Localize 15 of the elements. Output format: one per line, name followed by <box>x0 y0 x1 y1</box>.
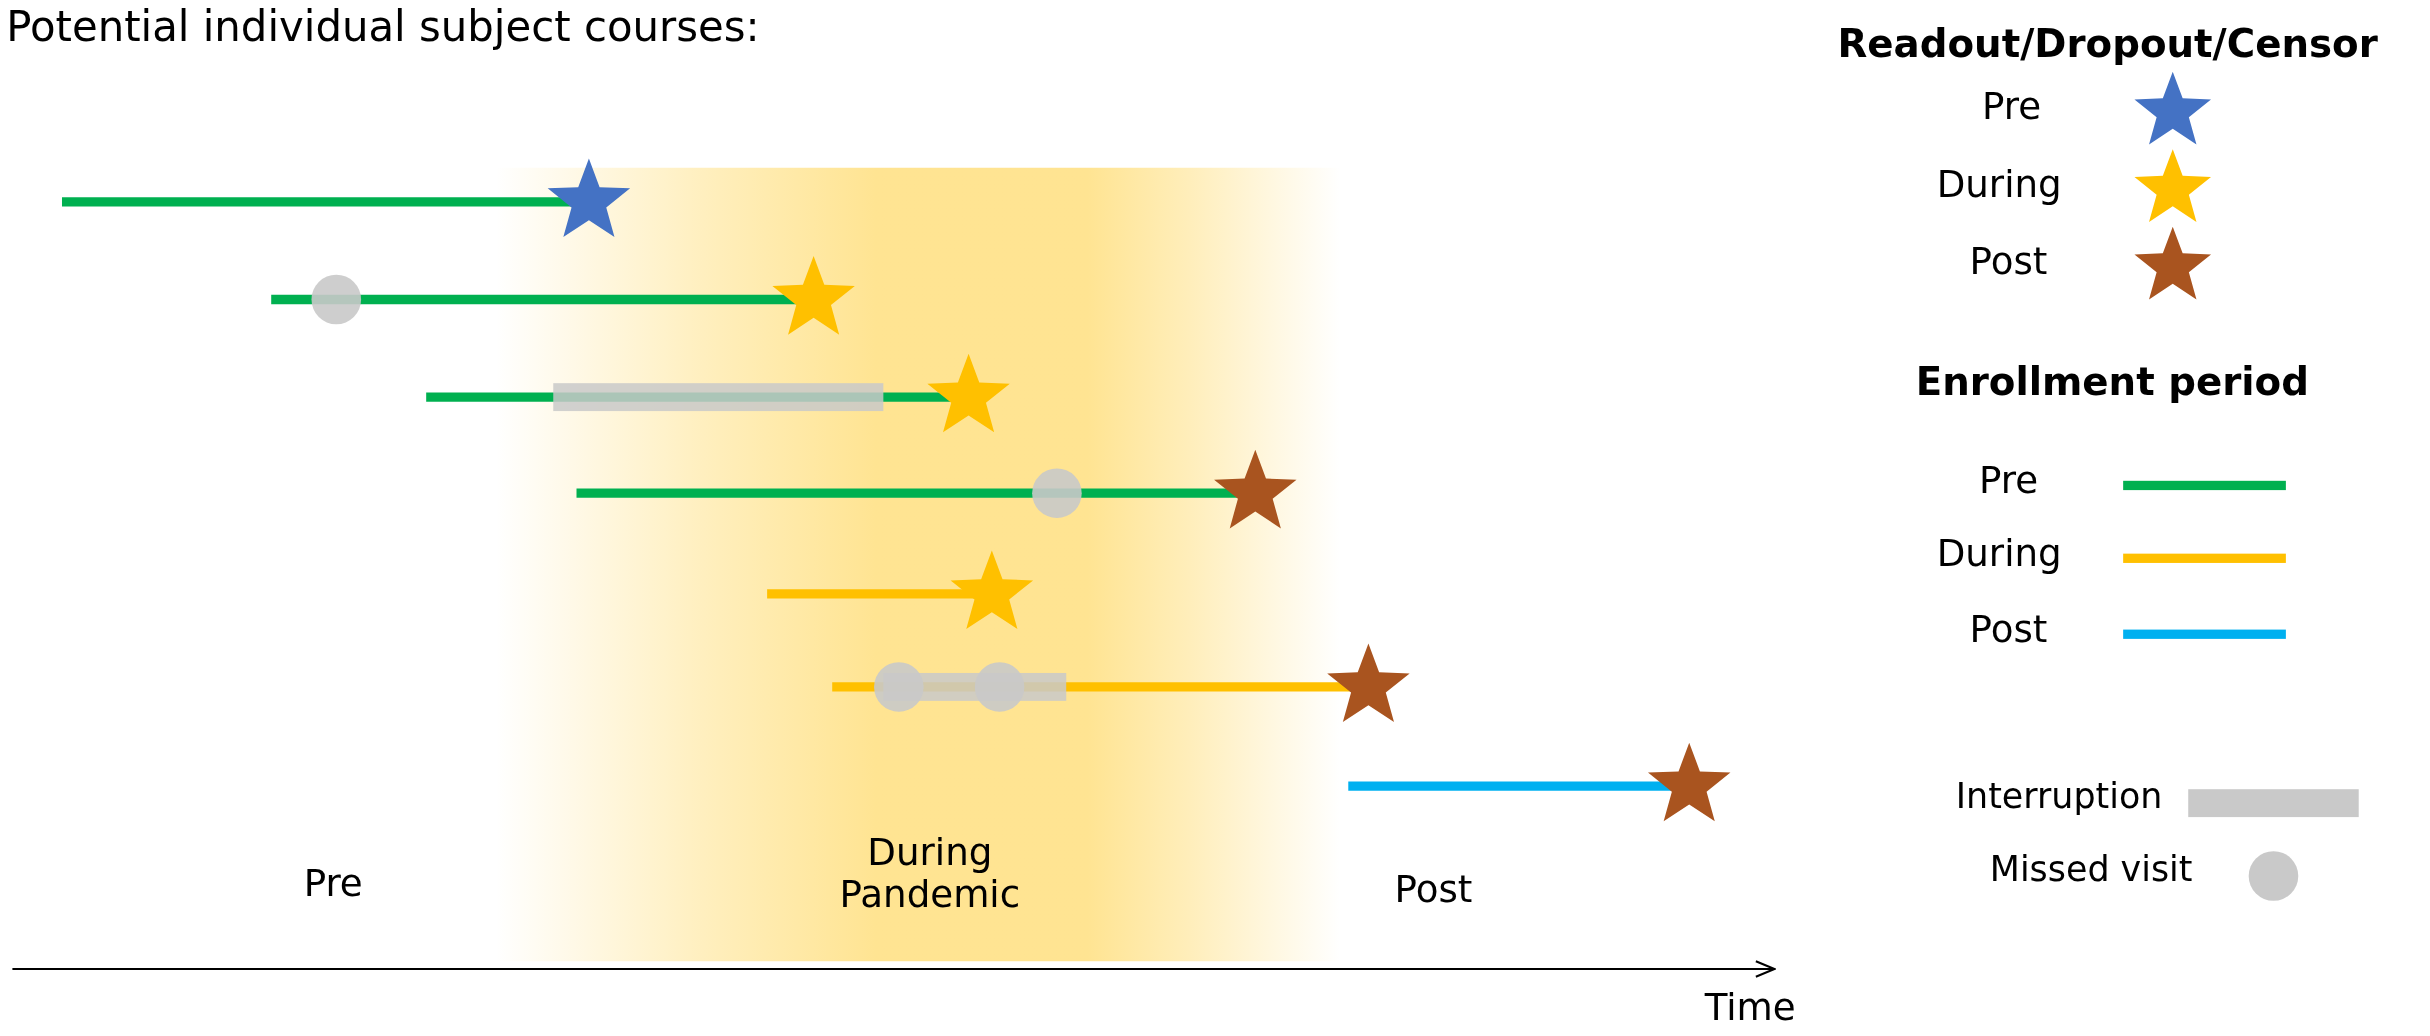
period-label: Post <box>1394 867 1473 911</box>
period-label: Pre <box>303 861 363 905</box>
axis-label: Time <box>1704 985 1796 1029</box>
legend-heading: Enrollment period <box>1915 359 2309 405</box>
chart-title: Potential individual subject courses: <box>6 3 760 52</box>
legend-heading: Readout/Dropout/Censor <box>1837 21 2378 67</box>
legend-label: Missed visit <box>1989 849 2193 890</box>
legend-label: During <box>1936 531 2062 575</box>
legend-label: Post <box>1969 240 2048 283</box>
legend-label: Interruption <box>1955 776 2163 817</box>
legend-label: Pre <box>1978 458 2039 502</box>
legend-label: During <box>1936 162 2062 206</box>
legend-label: Post <box>1969 607 2048 651</box>
legend-label: Pre <box>1982 85 2042 128</box>
period-label: During Pandemic <box>838 830 1022 917</box>
